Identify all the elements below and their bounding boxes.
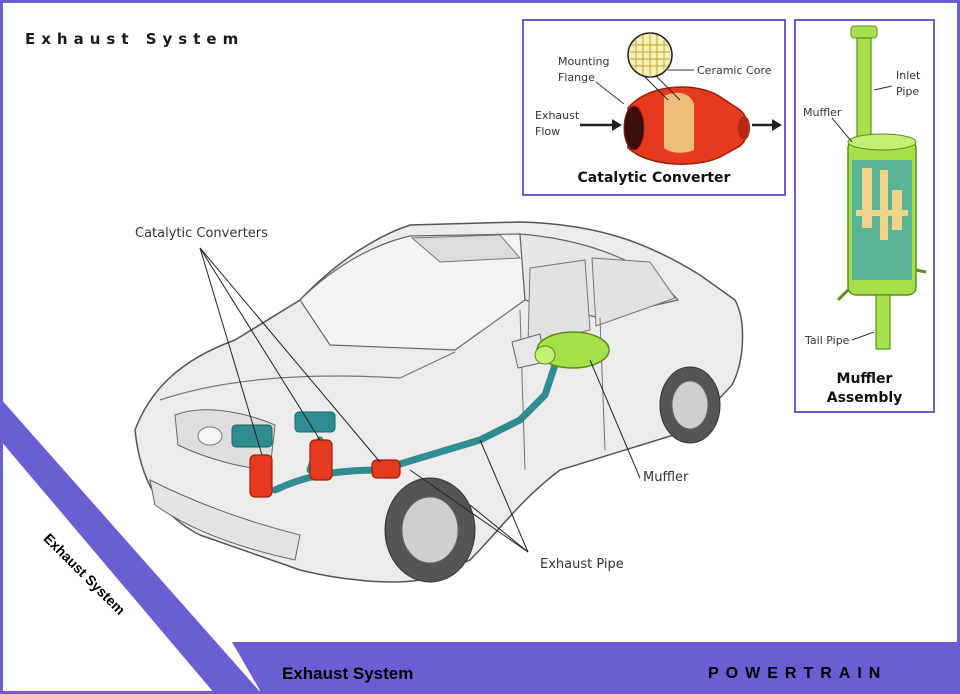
label-exhaust-flow-line2: Flow — [535, 125, 561, 138]
label-inlet-pipe: Inlet Pipe — [896, 68, 920, 100]
car-muffler — [534, 331, 610, 369]
label-catalytic-converters: Catalytic Converters — [135, 226, 268, 241]
car-catalytic-converters — [249, 439, 401, 498]
footer-title: Exhaust System — [282, 664, 414, 683]
muffler-assembly-title: Muffler Assembly — [795, 370, 934, 408]
exhaust-manifolds — [231, 411, 336, 448]
car-illustration — [134, 221, 744, 583]
label-exhaust-flow: Exhaust Flow — [535, 108, 579, 140]
label-exhaust-pipe: Exhaust Pipe — [540, 557, 624, 572]
label-muffler: Muffler — [643, 470, 689, 485]
catalytic-converter-illustration — [580, 32, 782, 165]
label-inlet-pipe-line1: Inlet — [896, 69, 921, 82]
label-exhaust-flow-line1: Exhaust — [535, 109, 580, 122]
label-ceramic-core: Ceramic Core — [697, 64, 772, 77]
label-mounting-flange-line2: Flange — [558, 71, 595, 84]
muffler-assembly-title-line2: Assembly — [826, 390, 903, 406]
label-inlet-pipe-line2: Pipe — [896, 85, 920, 98]
label-mounting-flange-line1: Mounting — [558, 55, 610, 68]
label-mounting-flange: Mounting Flange — [558, 54, 610, 86]
catalytic-converter-title: Catalytic Converter — [577, 170, 731, 186]
label-tail-pipe: Tail Pipe — [805, 334, 850, 347]
footer-brand: POWERTRAIN — [708, 665, 888, 682]
muffler-assembly-title-line1: Muffler — [836, 371, 893, 387]
car-leader-lines — [199, 247, 641, 553]
footer-bar — [232, 642, 960, 694]
diagonal-band — [0, 398, 262, 694]
page-title: Exhaust System — [25, 30, 245, 48]
muffler-assembly-illustration — [831, 25, 927, 350]
label-muffler-inset: Muffler — [803, 106, 842, 119]
